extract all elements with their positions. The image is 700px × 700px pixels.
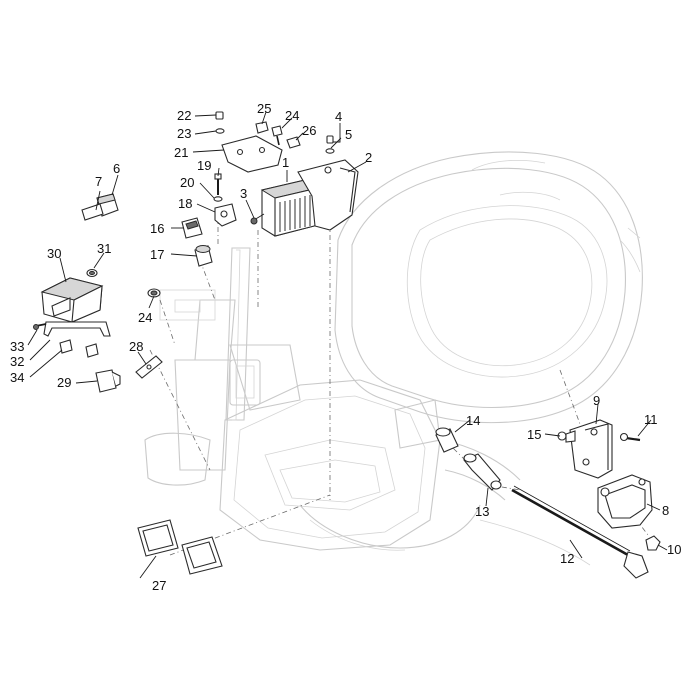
label-34: 34 [10, 370, 24, 385]
part-28-plate [135, 355, 163, 379]
label-24-lower: 24 [138, 310, 152, 325]
assembly-lines [149, 175, 649, 556]
part-31-nut [86, 268, 98, 278]
label-10: 10 [667, 542, 681, 557]
part-34-rubbers [59, 339, 99, 358]
part-16-connector [181, 217, 203, 239]
label-5: 5 [345, 127, 352, 142]
scooter-frame [144, 151, 643, 566]
part-21-bracket [221, 135, 283, 173]
part-24-screw-upper [271, 125, 283, 146]
part-30-control-unit [40, 277, 104, 323]
label-2: 2 [365, 150, 372, 165]
part-8-bracket [597, 474, 653, 529]
part-2-cover [297, 159, 359, 231]
part-29-bracket [95, 369, 121, 393]
label-7: 7 [95, 174, 102, 189]
part-1-regulator [260, 179, 320, 237]
part-27-gaskets [137, 519, 223, 575]
part-20-washer [213, 196, 223, 202]
label-17: 17 [150, 247, 164, 262]
part-14-bushing [435, 427, 459, 453]
part-13-holder [463, 453, 502, 491]
label-30: 30 [47, 246, 61, 261]
label-14: 14 [466, 413, 480, 428]
label-24-upper: 24 [285, 108, 299, 123]
label-1: 1 [282, 155, 289, 170]
part-labels: 1 2 3 4 5 6 7 8 9 10 11 12 13 14 15 16 1… [10, 101, 681, 593]
label-16: 16 [150, 221, 164, 236]
label-32: 32 [10, 354, 24, 369]
part-18-mount [214, 203, 237, 227]
leader-lines [27, 111, 668, 579]
label-23: 23 [177, 126, 191, 141]
label-9: 9 [593, 393, 600, 408]
label-28: 28 [129, 339, 143, 354]
part-11-bolt [619, 432, 641, 442]
part-33-screw [33, 323, 47, 330]
label-15: 15 [527, 427, 541, 442]
part-17-cap [194, 245, 213, 267]
label-3: 3 [240, 186, 247, 201]
part-24-grommet-lower [147, 288, 161, 298]
part-12-rod [511, 485, 649, 579]
label-4: 4 [335, 109, 342, 124]
label-20: 20 [180, 175, 194, 190]
label-25: 25 [257, 101, 271, 116]
label-13: 13 [475, 504, 489, 519]
part-7-plug [81, 203, 104, 221]
part-32-support [43, 321, 111, 337]
label-26: 26 [302, 123, 316, 138]
part-5-washer [325, 148, 335, 154]
part-4-screw [326, 135, 334, 144]
label-22: 22 [177, 108, 191, 123]
label-29: 29 [57, 375, 71, 390]
label-19: 19 [197, 158, 211, 173]
label-12: 12 [560, 551, 574, 566]
part-26-clip [286, 136, 301, 149]
part-15-clip [557, 430, 576, 443]
label-33: 33 [10, 339, 24, 354]
label-8: 8 [662, 503, 669, 518]
label-27: 27 [152, 578, 166, 593]
label-31: 31 [97, 241, 111, 256]
part-23-washer [215, 128, 225, 134]
part-22-screw [215, 111, 224, 120]
label-11: 11 [644, 412, 658, 427]
label-21: 21 [174, 145, 188, 160]
label-6: 6 [113, 161, 120, 176]
part-19-screw [214, 173, 222, 195]
part-10-nut [645, 535, 661, 551]
part-9-plate [569, 419, 613, 479]
label-18: 18 [178, 196, 192, 211]
